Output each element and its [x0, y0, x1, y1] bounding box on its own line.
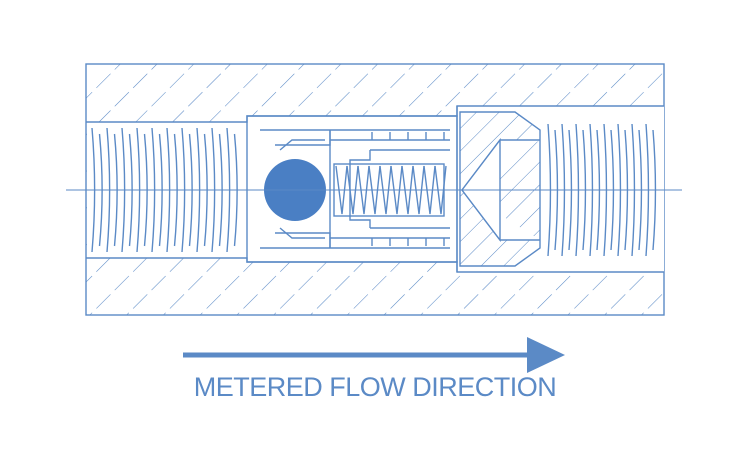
flow-arrow	[183, 337, 565, 373]
valve-cartridge	[246, 115, 458, 263]
orifice-insert	[456, 106, 541, 272]
flow-direction-caption: METERED FLOW DIRECTION	[193, 372, 557, 402]
